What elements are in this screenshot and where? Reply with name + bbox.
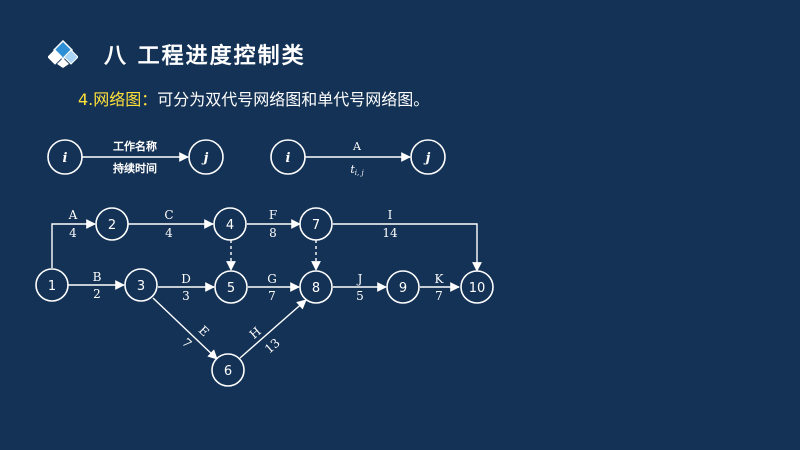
edge-label-a-name: A	[68, 208, 78, 222]
legend-single-label-t: t	[350, 163, 355, 176]
legend-single-label-top: A	[352, 140, 362, 153]
node-4-label: 4	[226, 218, 234, 233]
edge-label-k-duration: 7	[435, 289, 443, 303]
legend-double-label-top: 工作名称	[113, 139, 157, 153]
node-8: 8	[299, 270, 333, 304]
intro-line: 4.网络图：可分为双代号网络图和单代号网络图。	[78, 86, 429, 110]
legend-double-label-bottom: 持续时间	[113, 161, 157, 175]
edge-label-e-name: E	[196, 323, 212, 339]
node-9-label: 9	[399, 281, 407, 296]
node-9: 9	[386, 270, 420, 304]
legend-double-node-j-label: j	[201, 151, 209, 166]
legend-single-node-j	[410, 139, 446, 175]
node-7: 7	[299, 207, 333, 241]
legend-single-label-sub: i, j	[355, 169, 365, 177]
edge-label-e-duration: 7	[179, 335, 194, 350]
edge-label-f-name: F	[269, 208, 277, 222]
edge-label-i-duration: 14	[382, 226, 398, 240]
intro-text: 可分为双代号网络图和单代号网络图。	[157, 90, 430, 109]
node-3: 3	[124, 268, 158, 302]
node-5: 5	[214, 270, 248, 304]
edge-3-6	[152, 297, 218, 360]
edge-7-10	[333, 223, 482, 272]
network-edges	[51, 219, 482, 360]
node-4: 4	[213, 207, 247, 241]
network-nodes: 1 2 3 4 5 6 7 8 9 10	[35, 207, 494, 387]
edge-label-g-name: G	[267, 272, 277, 286]
node-3-label: 3	[137, 279, 145, 294]
edge-1-2	[51, 219, 96, 268]
edge-label-f-duration: 8	[269, 226, 277, 240]
node-2: 2	[95, 207, 129, 241]
node-10: 10	[460, 270, 494, 304]
edge-label-c-name: C	[164, 208, 173, 222]
node-5-label: 5	[227, 281, 235, 296]
node-7-label: 7	[312, 218, 320, 233]
intro-highlight: 4.网络图：	[78, 90, 158, 109]
edge-label-b-name: B	[93, 270, 102, 284]
node-1: 1	[35, 268, 69, 302]
node-6-label: 6	[224, 364, 232, 379]
edge-label-j-name: J	[356, 272, 363, 286]
edge-label-c-duration: 4	[165, 226, 173, 240]
node-8-label: 8	[312, 281, 320, 296]
edge-6-8	[239, 299, 307, 359]
legend-single-label-bottom: ti, j	[350, 163, 364, 177]
legend-double-node-i-label: i	[63, 151, 68, 166]
edge-label-i-name: I	[388, 208, 393, 222]
node-10-label: 10	[469, 281, 486, 296]
legend-double-code: i 工作名称 持续时间 j	[47, 139, 224, 175]
edge-label-d-name: D	[181, 272, 191, 286]
edge-label-a-duration: 4	[69, 226, 77, 240]
node-6: 6	[211, 353, 245, 387]
edge-label-h-duration: 13	[262, 336, 283, 357]
edge-label-k-name: K	[435, 272, 445, 286]
node-1-label: 1	[48, 279, 56, 294]
legend-double-node-j	[188, 139, 224, 175]
legend-single-node-i-label: i	[286, 151, 291, 166]
node-2-label: 2	[108, 218, 116, 233]
edge-label-d-duration: 3	[182, 289, 190, 303]
edge-label-j-duration: 5	[356, 289, 364, 303]
edge-label-g-duration: 7	[268, 289, 276, 303]
page-title: 八 工程进度控制类	[104, 44, 306, 69]
diamond-logo-icon	[48, 40, 78, 68]
edge-label-b-duration: 2	[93, 287, 101, 301]
legend-single-node-j-label: j	[423, 151, 431, 166]
legend-single-code: i A ti, j j	[270, 139, 446, 177]
